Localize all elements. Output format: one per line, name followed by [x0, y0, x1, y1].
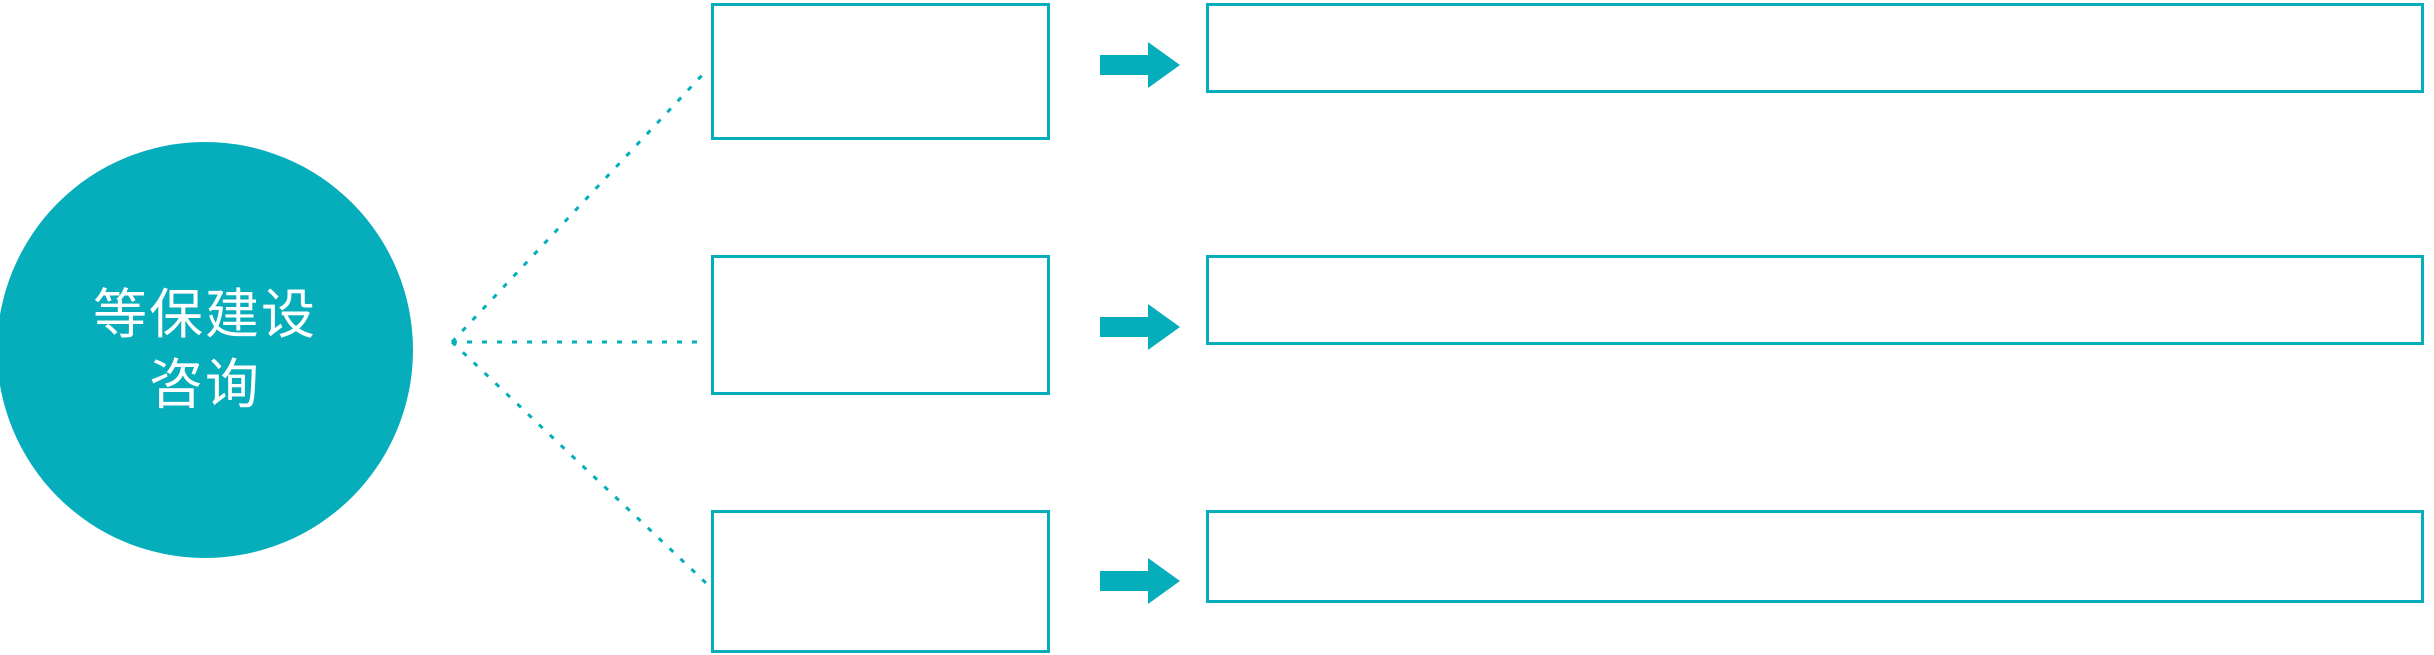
category-box-1-label	[714, 6, 1047, 26]
arrow-right-icon	[1100, 42, 1180, 88]
hub-label: 等保建设 咨询	[93, 284, 317, 415]
detail-box-2-label	[1209, 258, 2421, 278]
detail-box-1[interactable]	[1206, 3, 2424, 93]
detail-box-3-label	[1209, 513, 2421, 533]
arrow-right-icon	[1100, 558, 1180, 604]
hub-circle[interactable]: 等保建设 咨询	[0, 142, 413, 558]
connector-branch-bottom	[450, 340, 708, 585]
detail-box-1-label	[1209, 6, 2421, 26]
detail-box-3[interactable]	[1206, 510, 2424, 603]
arrow-right-icon	[1100, 304, 1180, 350]
category-box-1[interactable]	[711, 3, 1050, 140]
category-box-3-label	[714, 513, 1047, 533]
category-box-2[interactable]	[711, 255, 1050, 395]
detail-box-2[interactable]	[1206, 255, 2424, 345]
category-box-2-label	[714, 258, 1047, 278]
connector-branch-top	[450, 69, 708, 344]
category-box-3[interactable]	[711, 510, 1050, 653]
